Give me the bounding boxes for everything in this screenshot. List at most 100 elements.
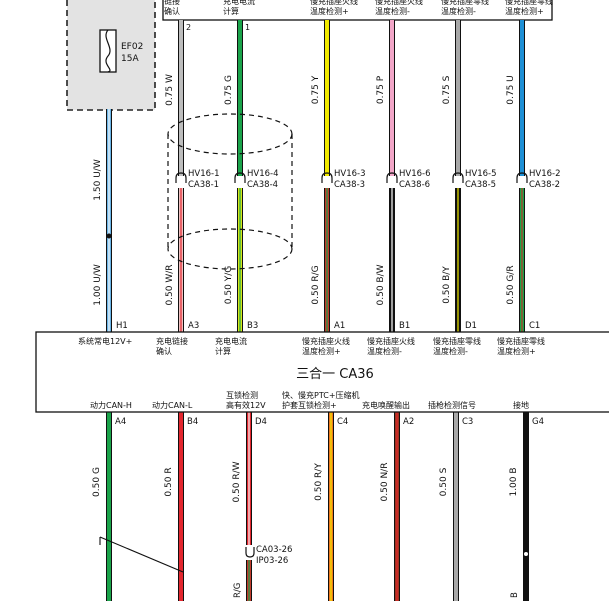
- upper-wire-gauge-top: 0.75 U: [506, 75, 516, 105]
- left-wire-gauge-top: 1.50 U/W: [93, 159, 103, 201]
- module-bottom-pin-label-line2: 高有效12V: [226, 400, 266, 410]
- upper-wire-gauge-top: 0.75 Y: [311, 75, 321, 104]
- module-top-pin-label-line2: 温度检测-: [367, 346, 402, 356]
- module-top-pin-label-line2: 温度检测-: [433, 346, 468, 356]
- module-top-pin-number: B1: [399, 321, 410, 331]
- module-top-pin-label-line2: 计算: [215, 346, 231, 356]
- left-wire-gauge-bottom: 1.00 U/W: [93, 264, 103, 306]
- module-box: [35, 331, 609, 413]
- module-bottom-pin-label: 接地: [513, 400, 529, 410]
- upper-connector-label-b: CA38-5: [465, 180, 496, 190]
- upper-connector-label-a: HV16-2: [529, 169, 561, 179]
- lower-wire-gauge: 0.50 G: [92, 467, 102, 497]
- module-top-pin-label-line1: 系统常电12V+: [78, 336, 132, 346]
- lower-wire-cut-label: B: [510, 592, 520, 598]
- module-top-pin-label-line2: 温度检测+: [497, 346, 536, 356]
- upper-connector-label-a: HV16-5: [465, 169, 497, 179]
- module-top-pin-number: C1: [529, 321, 540, 331]
- upper-wire-gauge-bottom: 0.50 G/R: [506, 265, 516, 304]
- lower-wire-cut-label: R/G: [233, 583, 243, 598]
- upper-connector-label-b: CA38-4: [247, 180, 278, 190]
- upper-connector-symbol: [175, 172, 187, 183]
- ground-node: [523, 551, 529, 557]
- upper-connector-label-b: CA38-1: [188, 180, 219, 190]
- lower-connector-a: CA03-26: [256, 545, 292, 555]
- module-top-pin-number: A1: [334, 321, 345, 331]
- lower-wire-gauge: 0.50 R/Y: [314, 463, 324, 501]
- upper-wire-gauge-top: 0.75 P: [376, 75, 386, 104]
- upper-connector-label-b: CA38-3: [334, 180, 365, 190]
- module-bottom-pin-label-line2: 护套互锁检测+: [282, 400, 337, 410]
- module-top-pin-label-line1: 慢充插座零线: [433, 336, 481, 346]
- upper-connector-label-b: CA38-2: [529, 180, 560, 190]
- module-bottom-pin-number: C4: [337, 417, 348, 427]
- top-pin-label-line1: 链接: [164, 0, 180, 6]
- lower-wire-gauge: 0.50 N/R: [380, 463, 390, 502]
- top-pin-label-line1: 充电电流: [223, 0, 255, 6]
- upper-connector-label-a: HV16-3: [334, 169, 366, 179]
- module-top-pin-label-line1: 慢充插座火线: [367, 336, 415, 346]
- top-pin-label-line2: 温度检测+: [310, 6, 349, 16]
- module-bottom-pin-number: G4: [532, 417, 544, 427]
- lower-wire-gauge: 0.50 S: [439, 467, 449, 496]
- upper-wire-gauge-top: 0.75 W: [165, 74, 175, 106]
- module-bottom-pin-label-line1: 快、慢充PTC+压缩机: [282, 390, 360, 400]
- lower-wire-gauge: 0.50 R: [164, 467, 174, 496]
- top-pin-number: 1: [245, 23, 250, 32]
- upper-connector-symbol: [386, 172, 398, 183]
- module-top-pin-label-line1: 慢充插座零线: [497, 336, 545, 346]
- module-bottom-pin-number: B4: [187, 417, 198, 427]
- fuse-symbol: [99, 29, 117, 73]
- lower-connector-symbol: [245, 547, 255, 558]
- top-pin-label-line1: 慢充插座火线: [310, 0, 358, 6]
- top-pin-label-line2: 确认: [164, 6, 180, 16]
- upper-wire-gauge-bottom: 0.50 Y/G: [224, 266, 234, 304]
- module-top-pin-number: B3: [247, 321, 258, 331]
- upper-wire-gauge-bottom: 0.50 B/Y: [442, 266, 452, 304]
- module-top-pin-number: A3: [188, 321, 199, 331]
- upper-connector-symbol: [234, 172, 246, 183]
- module-top-pin-number: D1: [465, 321, 477, 331]
- module-top-pin-label-line2: 确认: [156, 346, 172, 356]
- module-bottom-pin-number: A2: [403, 417, 414, 427]
- upper-connector-label-b: CA38-6: [399, 180, 430, 190]
- module-top-pin-label-line1: 充电链接: [156, 336, 188, 346]
- fuse-rating: 15A: [121, 54, 139, 64]
- lower-wire-gauge: 1.00 B: [509, 467, 519, 496]
- module-bottom-pin-label: 动力CAN-H: [90, 400, 132, 410]
- upper-connector-label-a: HV16-6: [399, 169, 431, 179]
- twisted-pair-shield: [167, 113, 293, 270]
- can-twist-marker: [99, 536, 184, 573]
- module-top-pin-label-line1: 慢充插座火线: [302, 336, 350, 346]
- top-pin-label-line1: 慢充插座零线: [441, 0, 489, 6]
- module-bottom-pin-label-line1: 互锁检测: [226, 390, 258, 400]
- fuse-id: EF02: [121, 42, 143, 52]
- upper-connector-symbol: [452, 172, 464, 183]
- module-top-pin-label-line2: 温度检测+: [302, 346, 341, 356]
- top-pin-label-line2: 计算: [223, 6, 239, 16]
- module-bottom-pin-number: C3: [462, 417, 473, 427]
- upper-wire-gauge-bottom: 0.50 R/G: [311, 265, 321, 304]
- module-bottom-pin-number: A4: [115, 417, 126, 427]
- upper-wire-gauge-bottom: 0.50 B/W: [376, 264, 386, 305]
- top-connector-box: [162, 0, 553, 21]
- module-bottom-pin-label: 动力CAN-L: [152, 400, 193, 410]
- lower-connector-b: IP03-26: [256, 556, 288, 566]
- module-top-pin-number: H1: [116, 321, 128, 331]
- upper-wire-gauge-bottom: 0.50 W/R: [165, 264, 175, 305]
- top-pin-label-line1: 慢充插座零线: [505, 0, 553, 6]
- module-bottom-pin-number: D4: [255, 417, 267, 427]
- module-top-pin-label-line1: 充电电流: [215, 336, 247, 346]
- top-pin-label-line2: 温度检测-: [441, 6, 476, 16]
- top-pin-number: 2: [186, 23, 191, 32]
- top-pin-label-line2: 温度检测+: [505, 6, 544, 16]
- upper-connector-label-a: HV16-4: [247, 169, 279, 179]
- upper-connector-symbol: [516, 172, 528, 183]
- module-bottom-pin-label: 充电唤醒输出: [362, 400, 410, 410]
- upper-wire-gauge-top: 0.75 G: [224, 75, 234, 105]
- lower-wire-gauge: 0.50 R/W: [232, 461, 242, 502]
- module-bottom-pin-label: 插枪检测信号: [428, 400, 476, 410]
- left-wire-node: [106, 233, 112, 239]
- upper-connector-label-a: HV16-1: [188, 169, 220, 179]
